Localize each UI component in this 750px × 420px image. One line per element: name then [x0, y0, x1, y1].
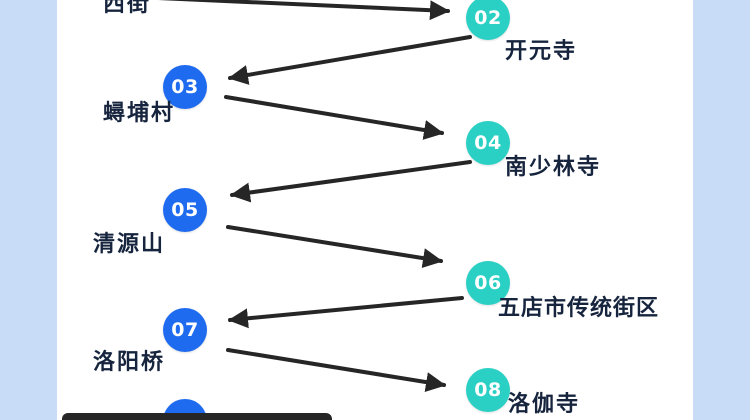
stop-02-number: 02	[474, 6, 502, 29]
stop-01-label: 西街	[103, 0, 152, 17]
stop-08-number: 08	[474, 378, 502, 401]
stop-05-label: 清源山	[93, 232, 166, 257]
stop-08-label: 洛伽寺	[508, 392, 581, 417]
stop-07-badge: 07	[163, 308, 207, 352]
stop-03-number: 03	[171, 75, 199, 98]
left-side-strip	[0, 0, 57, 420]
stop-04-badge: 04	[466, 121, 510, 165]
partial-bottom-arrow	[62, 413, 332, 420]
stop-05-badge: 05	[163, 188, 207, 232]
stop-03-label: 蟳埔村	[103, 101, 176, 126]
stop-05-number: 05	[171, 198, 199, 221]
stop-04-number: 04	[474, 131, 502, 154]
stop-08-badge: 08	[466, 368, 510, 412]
stop-06-label: 五店市传统街区	[498, 296, 660, 321]
stop-04-label: 南少林寺	[505, 155, 602, 180]
stop-02-label: 开元寺	[505, 39, 578, 64]
stop-07-label: 洛阳桥	[93, 350, 166, 375]
stop-06-number: 06	[474, 271, 502, 294]
stop-06-badge: 06	[466, 261, 510, 305]
stop-03-badge: 03	[163, 65, 207, 109]
stop-07-number: 07	[171, 318, 199, 341]
right-side-strip	[693, 0, 750, 420]
stop-02-badge: 02	[466, 0, 510, 40]
